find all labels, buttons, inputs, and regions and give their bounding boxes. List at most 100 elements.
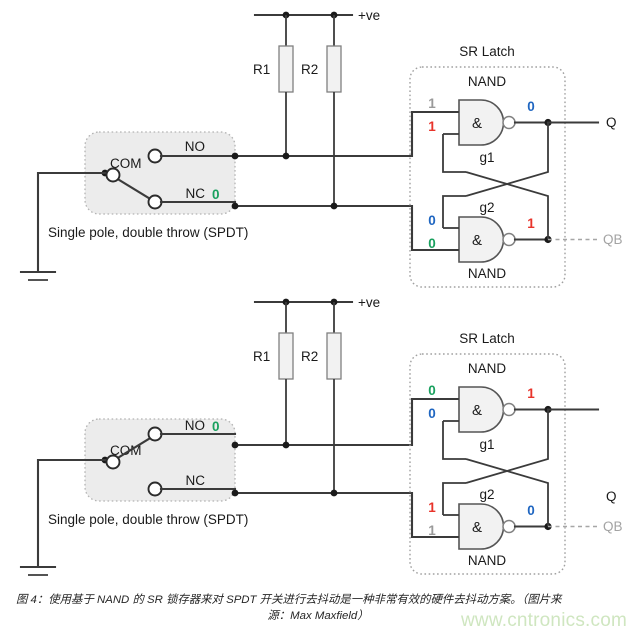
g1-input-a-value: 0 <box>428 383 436 398</box>
switch-body <box>84 131 236 215</box>
nc-rail-top <box>231 202 462 252</box>
cross-couple-g2-to-g1 <box>465 171 549 240</box>
no-junction <box>231 152 239 160</box>
g1-type-label: NAND <box>468 361 507 376</box>
nand-gate-g2-top: g2 & NAND 0 0 1 <box>428 200 552 281</box>
g2-invert-bubble <box>502 519 516 534</box>
no-label: NO <box>185 139 205 154</box>
nand-gate-g1-bottom: NAND & g1 0 0 1 <box>428 361 552 452</box>
spdt-switch-top[interactable]: COM NO NC 0 Single pole, double throw (S… <box>36 131 248 274</box>
cross-couple-g1-to-g2 <box>465 409 549 484</box>
com-to-ground-wire <box>36 171 107 274</box>
cross-couple-g2-to-g1 <box>465 458 549 527</box>
g1-type-label: NAND <box>468 74 507 89</box>
sr-latch-boundary <box>409 353 566 575</box>
r2-body <box>326 332 342 380</box>
switch-lever[interactable] <box>114 176 154 202</box>
g1-output-value: 0 <box>527 99 535 114</box>
g1-output-value: 1 <box>527 386 535 401</box>
nand-gate-g2-bottom: g2 & NAND 1 1 0 <box>428 487 552 568</box>
g2-type-label: NAND <box>468 266 507 281</box>
resistor-r2-top: R2 <box>301 15 342 206</box>
nc-r2-junction <box>330 489 338 497</box>
com-label: COM <box>110 156 142 171</box>
no-signal-value: 0 <box>212 419 220 434</box>
cross-couple-g1-input-leg <box>442 134 466 173</box>
switch-contact-nc-terminal <box>147 194 163 210</box>
g2-output-value: 0 <box>527 503 535 518</box>
nc-r2-junction <box>330 202 338 210</box>
sr-latch-boundary <box>409 66 566 288</box>
nc-junction <box>231 202 239 210</box>
switch-pivot-terminal <box>105 167 121 183</box>
no-rail-bottom <box>231 397 462 449</box>
circuit-bottom: +ve R1 R2 COM <box>19 295 623 576</box>
q-label-top: Q <box>606 115 617 130</box>
cross-couple-g2-input-leg <box>442 195 466 228</box>
nc-label: NC <box>186 186 206 201</box>
no-r1-junction <box>282 152 290 160</box>
g1-name: g1 <box>479 150 494 165</box>
ground-symbol-bottom <box>19 565 57 576</box>
g1-name: g1 <box>479 437 494 452</box>
r2-label: R2 <box>301 349 318 364</box>
resistor-r2-bottom: R2 <box>301 302 342 493</box>
r1-body <box>278 332 294 380</box>
qb-label-top: QB <box>603 232 623 247</box>
switch-contact-nc-terminal <box>147 481 163 497</box>
nc-rail-wire <box>233 204 462 252</box>
no-rail-wire <box>233 397 462 447</box>
com-label: COM <box>110 443 142 458</box>
caption-line-1: 图 4：使用基于 NAND 的 SR 锁存器来对 SPDT 开关进行去抖动是一种… <box>16 594 562 606</box>
nc-junction <box>231 489 239 497</box>
g2-symbol: & <box>472 519 482 536</box>
sr-latch-title: SR Latch <box>459 44 515 59</box>
sr-latch-bottom: SR Latch NAND & g1 0 0 1 g2 <box>409 331 623 575</box>
sr-latch-top: SR Latch NAND & g1 1 1 0 <box>409 44 623 288</box>
com-to-ground-wire <box>36 458 107 569</box>
q-label-bottom: Q <box>606 489 617 504</box>
switch-lever[interactable] <box>114 435 154 461</box>
g1-invert-bubble <box>502 115 516 130</box>
g1-symbol: & <box>472 115 482 132</box>
nc-label: NC <box>186 473 206 488</box>
switch-pivot-terminal <box>105 454 121 470</box>
r1-label: R1 <box>253 62 270 77</box>
cross-couple-g1-to-g2 <box>465 122 549 197</box>
figure-caption: 图 4：使用基于 NAND 的 SR 锁存器来对 SPDT 开关进行去抖动是一种… <box>16 592 620 624</box>
r2-label: R2 <box>301 62 318 77</box>
r1-label: R1 <box>253 349 270 364</box>
qb-label-bottom: QB <box>603 519 623 534</box>
no-r1-junction <box>282 441 290 449</box>
switch-body <box>84 418 236 502</box>
spdt-caption: Single pole, double throw (SPDT) <box>48 512 248 527</box>
g1-symbol: & <box>472 402 482 419</box>
g2-name: g2 <box>479 487 494 502</box>
resistor-r1-top: R1 <box>253 15 294 158</box>
spdt-switch-bottom[interactable]: COM NO 0 NC Single pole, double throw (S… <box>36 418 248 569</box>
g2-symbol: & <box>472 232 482 249</box>
switch-contact-no-terminal <box>147 148 163 164</box>
no-label: NO <box>185 418 205 433</box>
resistor-r1-bottom: R1 <box>253 302 294 445</box>
g1-input-b-value: 0 <box>428 406 436 421</box>
g2-output-value: 1 <box>527 216 535 231</box>
nc-rail-wire <box>233 491 462 539</box>
g1-input-a-value: 1 <box>428 96 436 111</box>
g2-invert-bubble <box>502 232 516 247</box>
g1-invert-bubble <box>502 402 516 417</box>
r2-body <box>326 45 342 93</box>
nc-signal-value: 0 <box>212 187 220 202</box>
circuit-top: +ve R1 R2 COM <box>19 8 623 288</box>
cross-couple-g1-input-leg <box>442 421 466 460</box>
no-rail-wire <box>233 110 462 158</box>
site-watermark: www.cntronics.com <box>461 610 627 631</box>
rail-label-bottom: +ve <box>358 295 380 310</box>
g2-input-b-value: 0 <box>428 236 436 251</box>
nc-rail-bottom <box>231 489 462 539</box>
g2-input-a-value: 1 <box>428 500 436 515</box>
switch-contact-no-terminal <box>147 426 163 442</box>
g2-input-b-value: 1 <box>428 523 436 538</box>
